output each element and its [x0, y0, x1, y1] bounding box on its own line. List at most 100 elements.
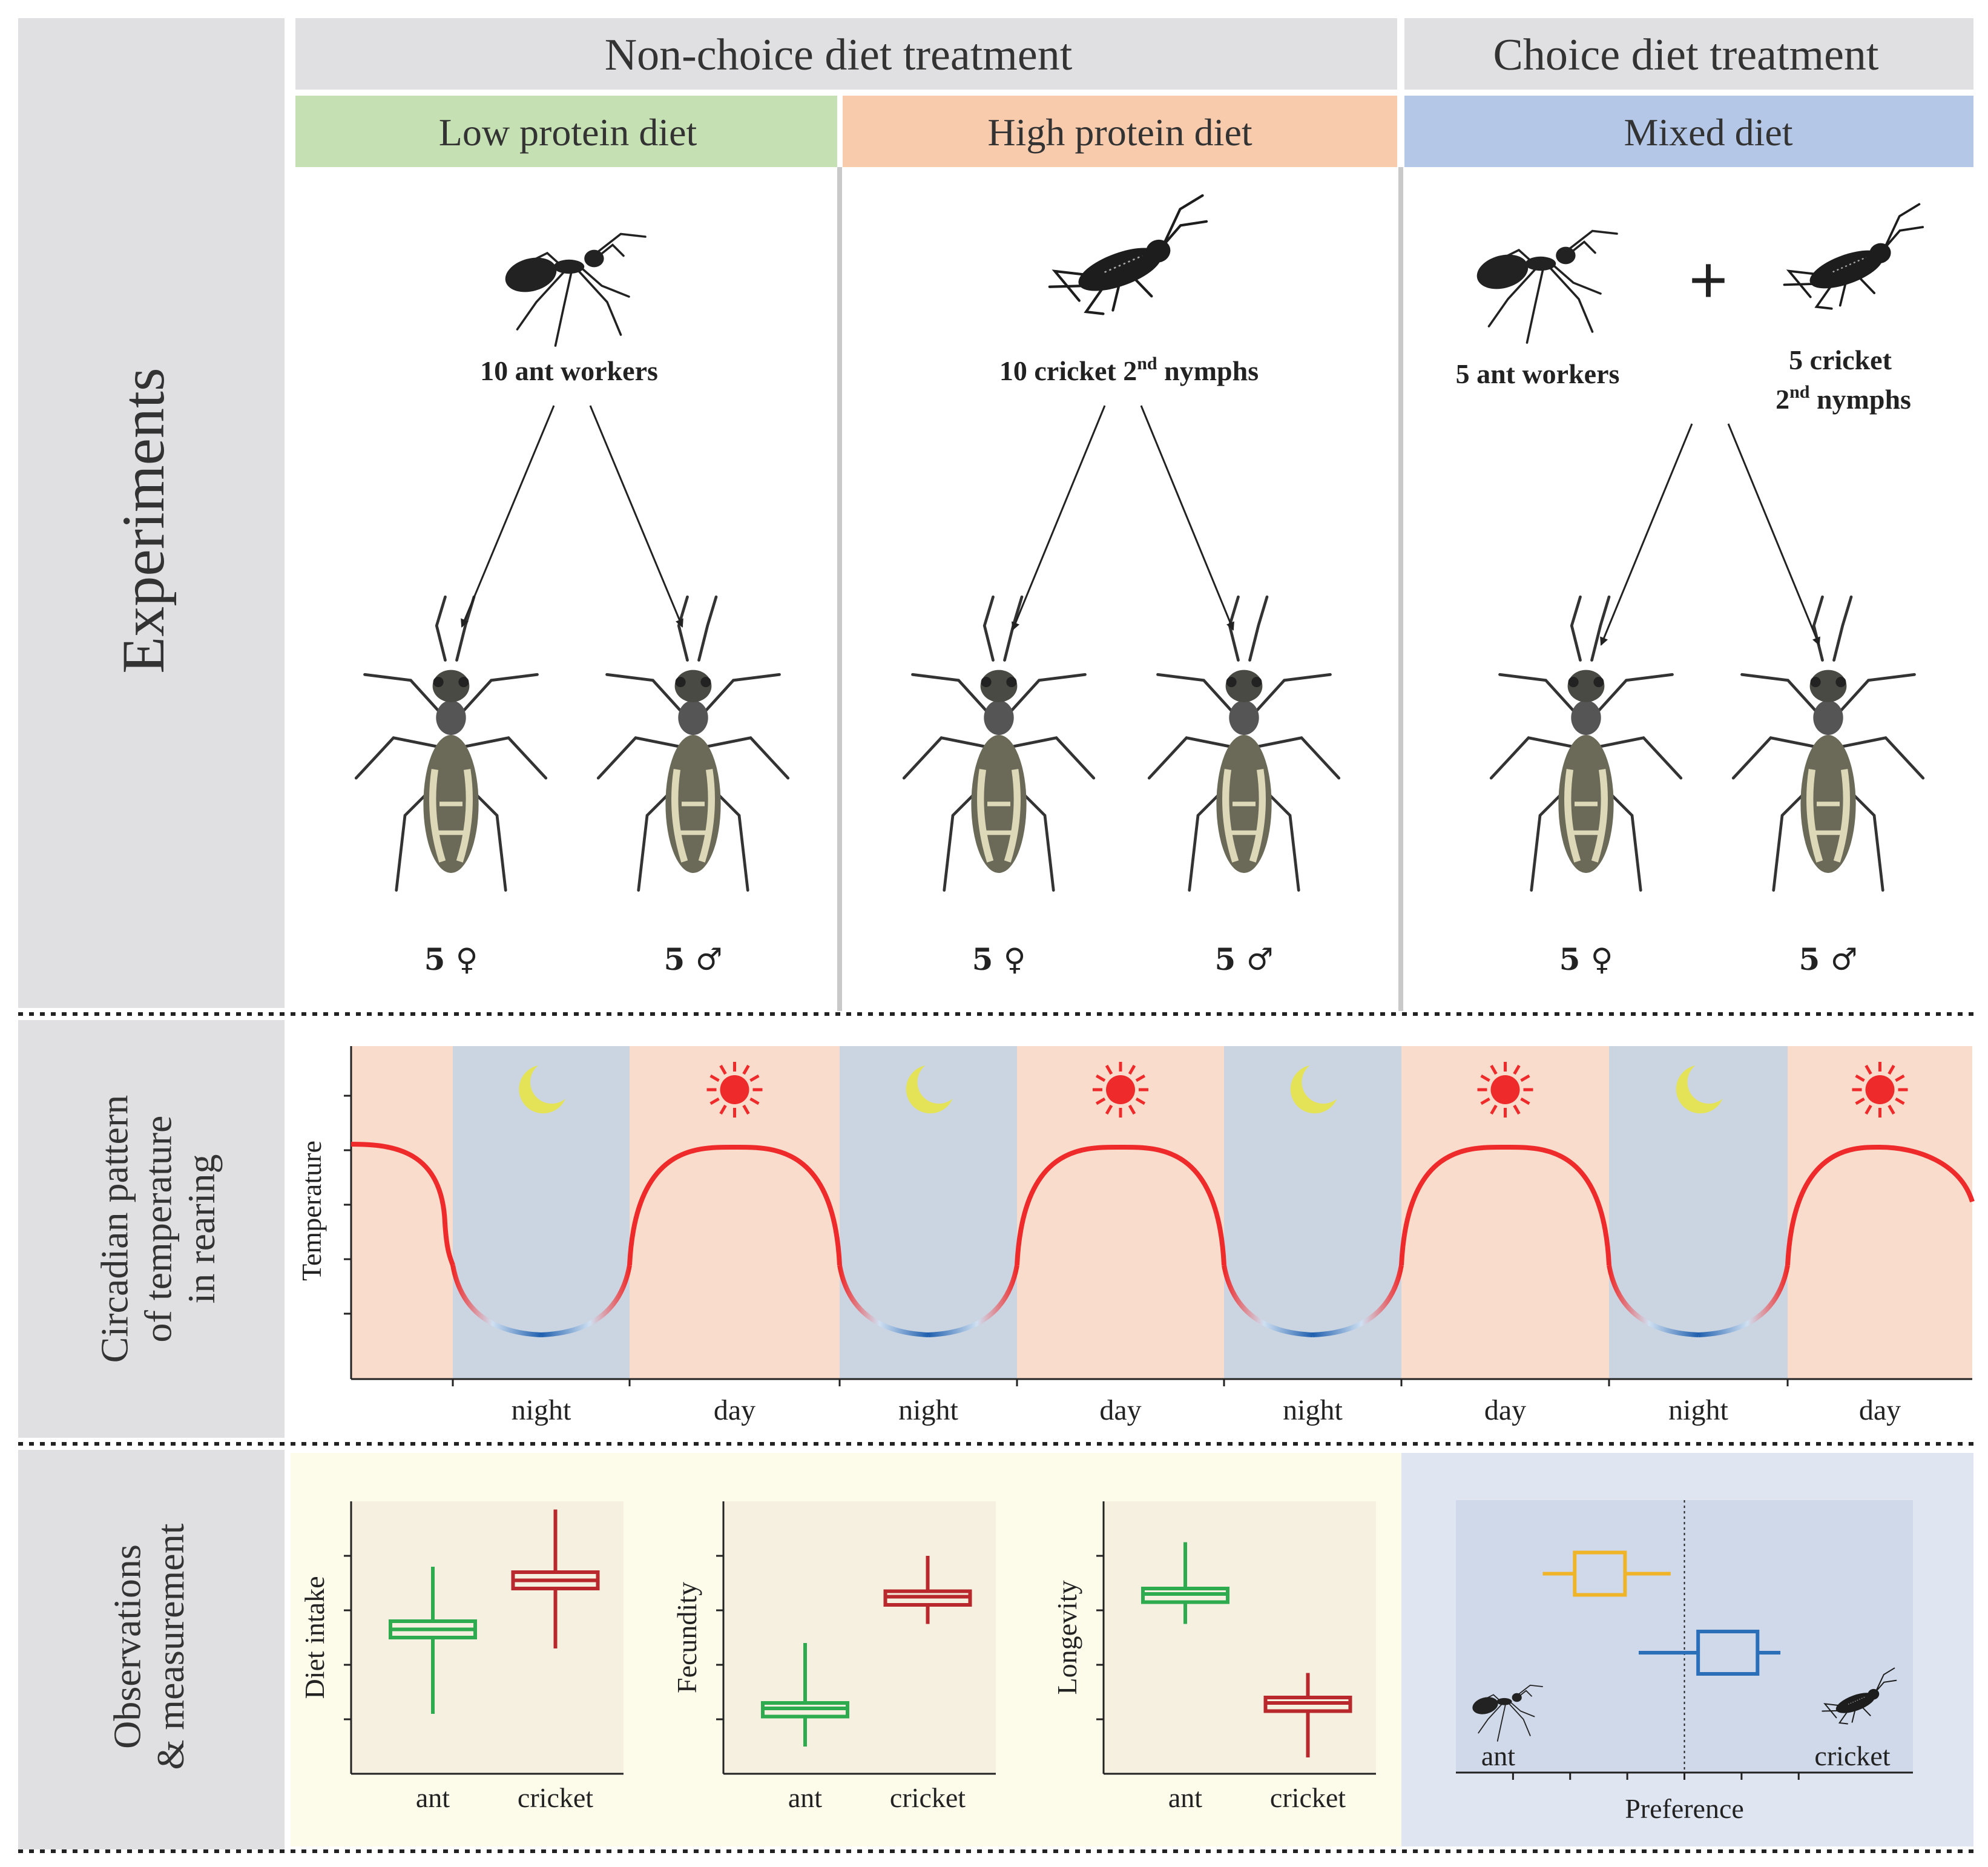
temp-curve-day [1785, 1144, 1975, 1266]
sex-mixed-female: 5 ♀ [1559, 941, 1613, 977]
prey-mixed-cricket-2-main: 2 [1776, 384, 1789, 415]
choice-header-bg [1404, 18, 1973, 90]
box-ant [389, 1567, 477, 1714]
temp-curve-night [450, 1265, 542, 1337]
prey-mixed-cricket-label-1: 5 cricket [1789, 344, 1892, 375]
plus-sign: + [1689, 243, 1728, 317]
box-cricket [1263, 1673, 1352, 1757]
x-tick-label-ant: ant [416, 1782, 450, 1813]
box-ant [761, 1643, 849, 1747]
night-band [453, 1046, 630, 1379]
ant-icon [1476, 229, 1618, 344]
prey-high-label: 10 cricket 2nd nymphs [999, 354, 1259, 386]
mixed-diet-label: Mixed diet [1624, 111, 1792, 154]
female-beetle-icon [902, 595, 1096, 892]
x-tick-label-cricket: cricket [518, 1782, 593, 1813]
circadian-ylabel: Temperature [296, 1141, 327, 1281]
arrow-mixed-male [1727, 423, 1820, 646]
prey-mixed-ant-label: 5 ant workers [1456, 358, 1620, 389]
temp-curve-night [1312, 1265, 1404, 1337]
x-tick-label-ant: ant [788, 1782, 822, 1813]
period-label-night: night [898, 1394, 958, 1426]
observations-label-panel [18, 1450, 285, 1849]
cricket-icon [1783, 203, 1924, 310]
prey-high-main: 10 cricket 2 [999, 355, 1137, 386]
box-chart-longevity: Longevity ant cricket [1052, 1501, 1376, 1813]
cricket-icon [1822, 1667, 1897, 1725]
high-diet-bar [843, 96, 1397, 167]
night-band [1224, 1046, 1401, 1379]
x-axis-label: Preference [1625, 1793, 1744, 1824]
temp-curve-night [837, 1265, 929, 1337]
ant-icon [505, 232, 647, 347]
plot-area [723, 1501, 996, 1774]
temp-curve-night [541, 1265, 632, 1337]
box [1573, 1550, 1627, 1597]
nonchoice-header: Non-choice diet treatment [605, 30, 1073, 80]
y-axis-label: Diet intake [299, 1576, 330, 1699]
prey-mixed-cricket-2-sup: nd [1789, 382, 1810, 402]
moon-icon [1290, 1065, 1337, 1114]
arrow-high-female [1012, 405, 1106, 631]
period-label-day: day [1859, 1394, 1901, 1426]
experiments-label-panel [18, 18, 285, 1008]
plot-area [1104, 1501, 1376, 1774]
observations-row-label: Observations& measurement [106, 1523, 193, 1770]
day-band [351, 1046, 453, 1379]
male-beetle-icon [596, 595, 790, 892]
moon-icon [519, 1065, 565, 1114]
y-axis-label: Longevity [1052, 1580, 1082, 1694]
temp-curve-night [928, 1265, 1019, 1337]
period-label-night: night [1283, 1394, 1343, 1426]
nonchoice-header-bg [295, 18, 1397, 90]
cricket-icon [1048, 194, 1208, 315]
period-label-day: day [714, 1394, 755, 1426]
sex-low-male: 5 ♂ [663, 941, 722, 977]
period-label-day: day [1099, 1394, 1141, 1426]
box-chart-diet-intake: Diet intake ant cricket [299, 1501, 624, 1813]
temp-curve-night [1607, 1265, 1699, 1337]
sex-low-female: 5 ♀ [424, 941, 478, 977]
sex-high-male: 5 ♂ [1214, 941, 1273, 977]
arrow-high-male [1140, 405, 1234, 631]
temp-curve [351, 1142, 455, 1266]
sun-icon [1093, 1062, 1148, 1118]
arrow-mixed-female [1600, 423, 1693, 646]
temp-curve-day [1399, 1144, 1611, 1266]
x-tick-label-ant: ant [1168, 1782, 1202, 1813]
sun-icon [1852, 1062, 1908, 1118]
moon-icon [1676, 1065, 1723, 1114]
period-label-day: day [1484, 1394, 1526, 1426]
end-label-ant: ant [1481, 1740, 1515, 1771]
observations-row-label-line-2: & measurement [149, 1523, 192, 1770]
sex-high-female: 5 ♀ [972, 941, 1026, 977]
box [1696, 1630, 1760, 1676]
ant-icon [1472, 1684, 1543, 1742]
temp-curve-night [1698, 1265, 1790, 1337]
prey-mixed-cricket-label-2: 2nd nymphs [1776, 382, 1911, 415]
sun-icon [706, 1062, 763, 1118]
female-beetle-icon [354, 595, 548, 892]
low-diet-bar [295, 96, 837, 167]
box-cricket [883, 1556, 972, 1624]
x-tick-label-cricket: cricket [1270, 1782, 1346, 1813]
night-band [840, 1046, 1017, 1379]
male-beetle-icon [1731, 595, 1925, 892]
male-beetle-icon [1147, 595, 1341, 892]
experiments-panel [354, 194, 1925, 892]
low-diet-label: Low protein diet [439, 111, 697, 154]
prey-high-sup: nd [1137, 354, 1157, 374]
box-cricket [511, 1509, 600, 1648]
preference-box-2 [1639, 1630, 1781, 1676]
night-band [1609, 1046, 1788, 1379]
temp-curve-day [1015, 1144, 1226, 1266]
prey-high-tail: nymphs [1157, 355, 1259, 386]
sun-icon [1477, 1062, 1533, 1118]
mixed-diet-bar [1404, 96, 1973, 167]
period-label-night: night [512, 1394, 571, 1426]
arrow-low-male [589, 405, 683, 628]
